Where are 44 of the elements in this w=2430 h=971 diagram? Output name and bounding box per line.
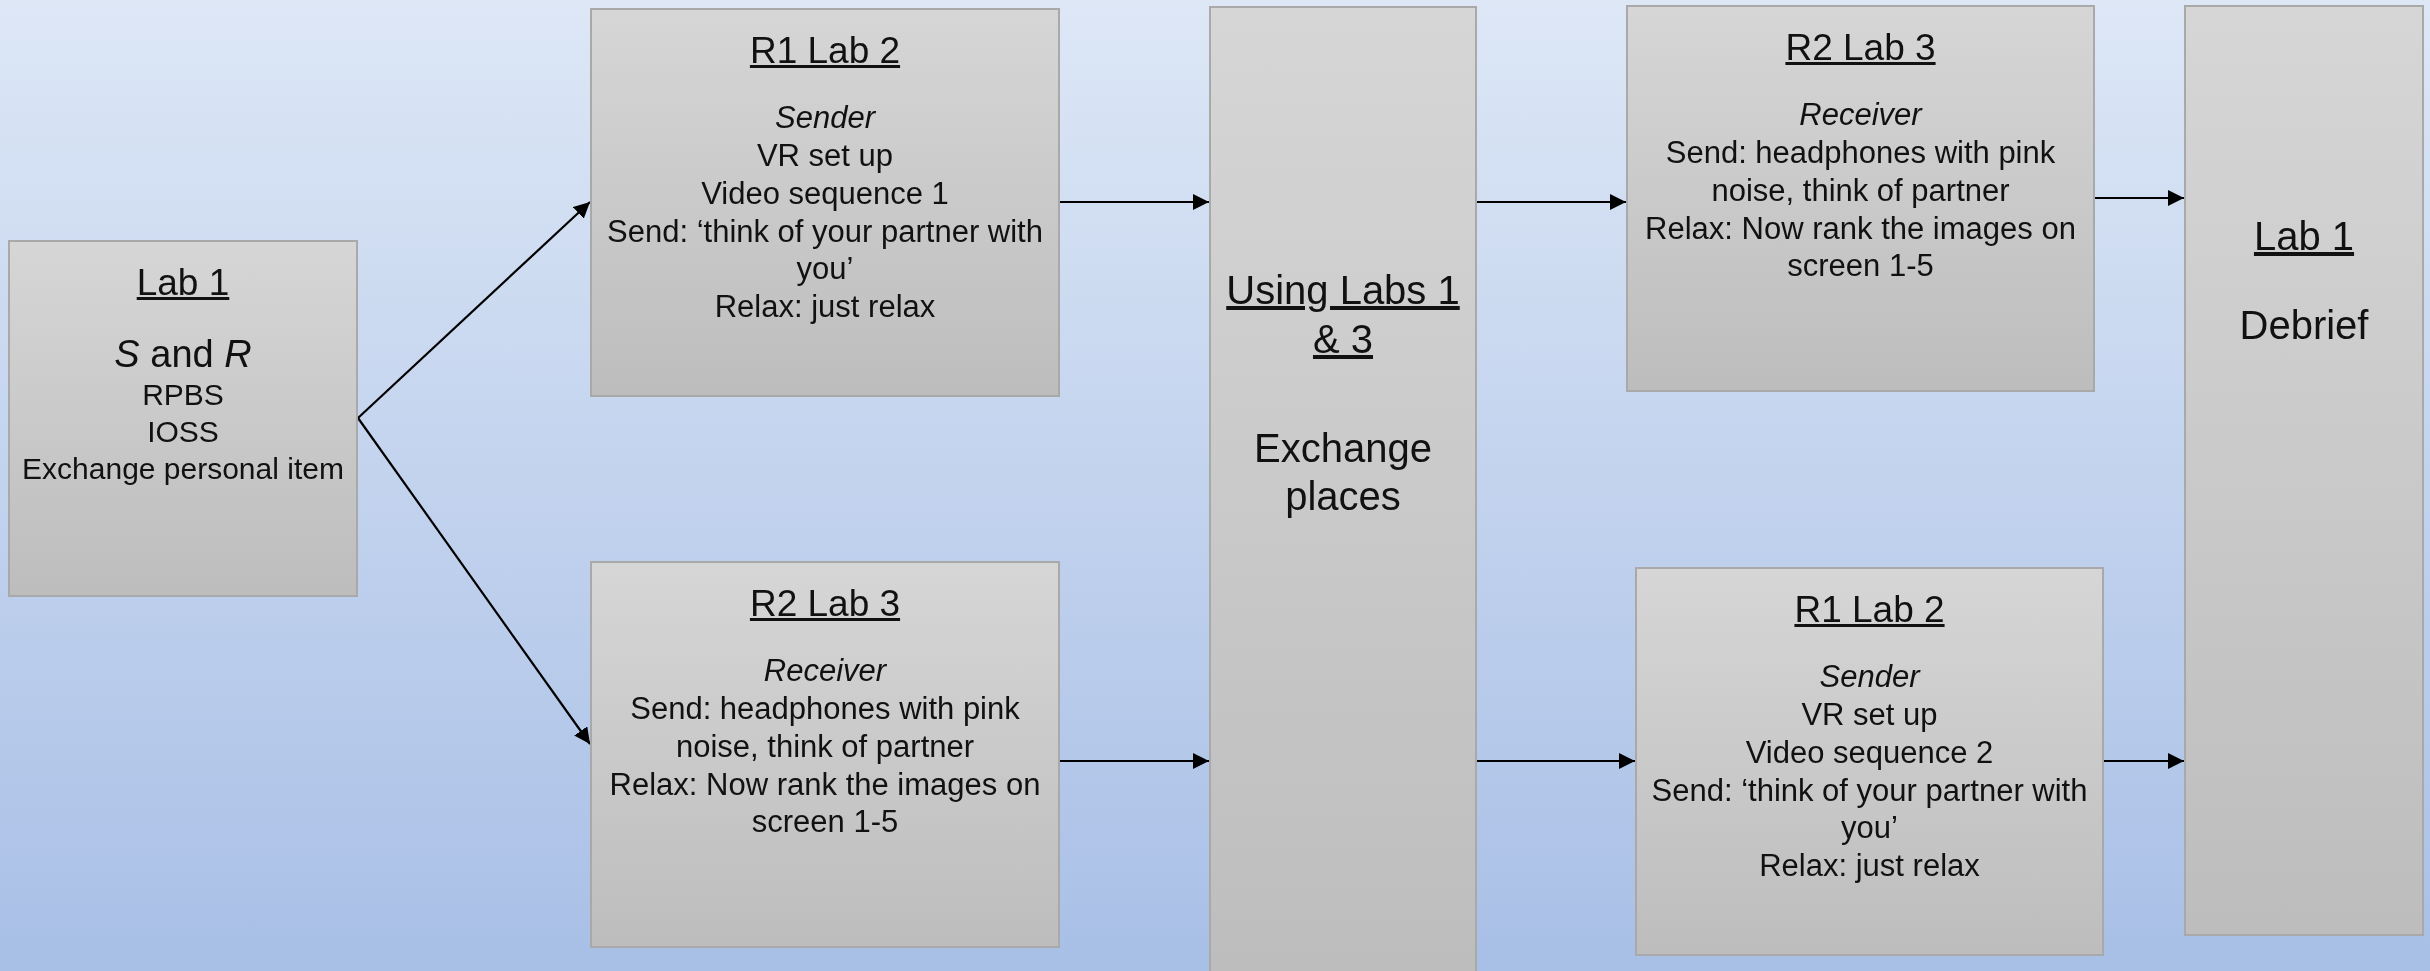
box-text: IOSS xyxy=(147,414,219,451)
box-text: S and R xyxy=(114,332,252,378)
box-heading: R1 Lab 2 xyxy=(1794,588,1945,632)
box-text: Video sequence 2 xyxy=(1745,733,1994,772)
box-text: Debrief xyxy=(2239,301,2369,349)
box-text: Exchange places xyxy=(1253,424,1433,521)
process-box xyxy=(590,8,1060,397)
arrow xyxy=(1477,753,1635,769)
box-heading: R2 Lab 3 xyxy=(749,582,901,626)
box-heading: R2 Lab 3 xyxy=(1785,26,1936,70)
box-heading: R1 Lab 2 xyxy=(749,29,901,73)
arrow xyxy=(1477,194,1626,210)
box-text: Send: headphones with pink noise, think of partner xyxy=(1664,133,2057,210)
box-text: Exchange personal item xyxy=(22,450,344,487)
box-text: Relax: Now rank the images on screen 1-5 xyxy=(1644,209,2077,286)
process-box xyxy=(2184,5,2424,936)
process-box xyxy=(8,240,358,597)
box-text: Sender xyxy=(1819,658,1920,696)
box-heading: Lab 1 xyxy=(2253,212,2355,260)
process-box xyxy=(590,561,1060,948)
box-heading: Lab 1 xyxy=(136,261,230,305)
arrow xyxy=(2104,753,2184,769)
process-box xyxy=(1626,5,2095,392)
box-text: Relax: Now rank the images on screen 1-5 xyxy=(608,765,1042,842)
box-text: Relax: just relax xyxy=(714,288,936,326)
process-box xyxy=(1635,567,2104,956)
arrow xyxy=(1060,194,1209,210)
box-text: Receiver xyxy=(1799,96,1922,134)
box-text: Send: headphones with pink noise, think of partner xyxy=(629,689,1021,766)
arrow xyxy=(357,201,591,419)
process-box xyxy=(1209,6,1477,971)
box-text: RPBS xyxy=(142,377,224,414)
box-text: VR set up xyxy=(756,136,894,175)
arrow xyxy=(357,417,591,745)
box-text: Video sequence 1 xyxy=(701,174,949,213)
arrow xyxy=(1060,753,1209,769)
box-text: Receiver xyxy=(763,652,887,690)
box-text: Send: ‘think of your partner with you’ xyxy=(1650,771,2089,848)
box-text: VR set up xyxy=(1801,695,1938,734)
box-text: Relax: just relax xyxy=(1759,847,1980,885)
arrow xyxy=(2095,190,2184,206)
box-text: Sender xyxy=(775,99,875,137)
box-heading: Using Labs 1 & 3 xyxy=(1225,266,1461,363)
box-text: Send: ‘think of your partner with you’ xyxy=(606,212,1044,289)
